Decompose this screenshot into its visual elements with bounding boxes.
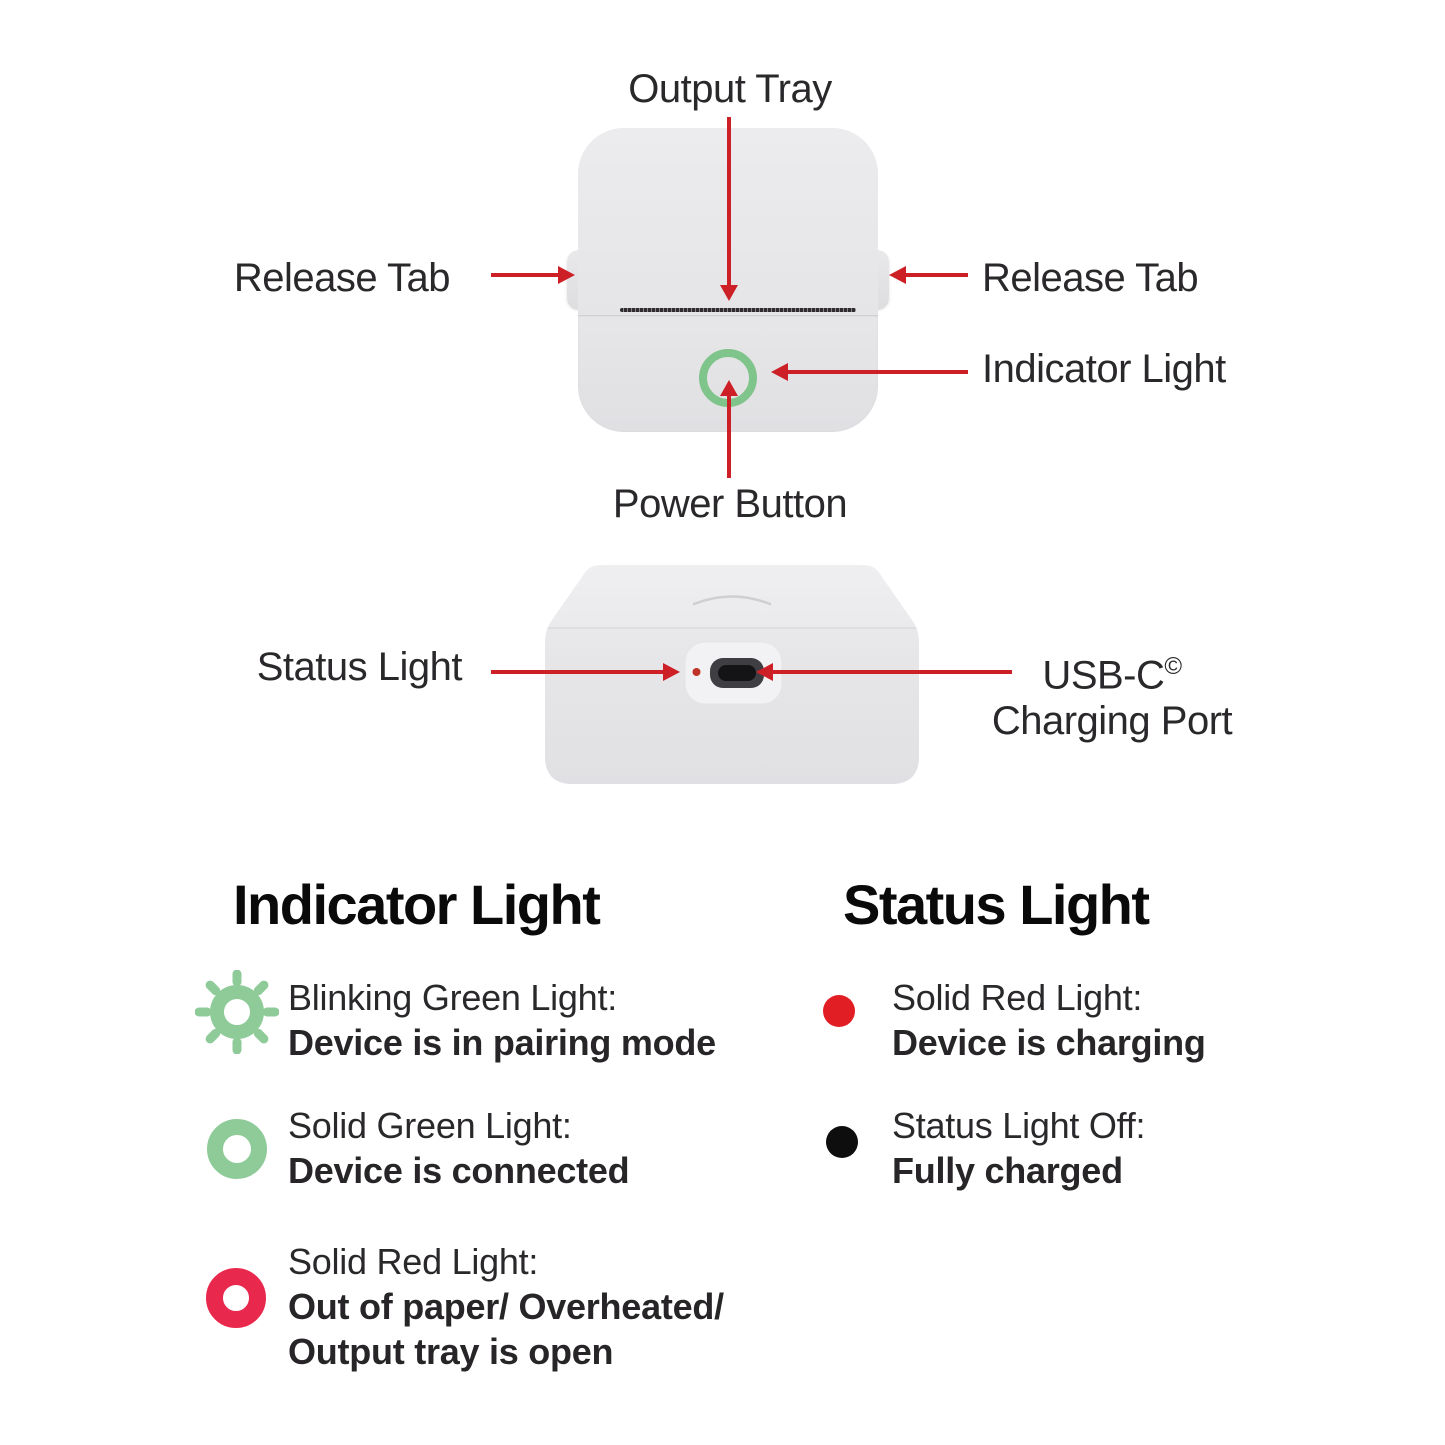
solid-red-dot-icon [823, 995, 855, 1027]
legend-item-solid-red-indicator: Solid Red Light: Out of paper/ Overheate… [288, 1239, 724, 1374]
power-button-label: Power Button [612, 482, 848, 526]
status-light-label: Status Light [256, 645, 463, 689]
legend-item-label: Blinking Green Light: [288, 977, 617, 1018]
usb-c-label-text: USB-C [1042, 653, 1165, 698]
indicator-light-label: Indicator Light [982, 347, 1226, 391]
legend-item-desc: Device is connected [288, 1150, 630, 1191]
legend-item-label: Solid Red Light: [892, 977, 1143, 1018]
legend-item-desc: Out of paper/ Overheated/ [288, 1286, 724, 1327]
status-light-legend-title: Status Light [843, 873, 1150, 936]
legend-item-desc-line2: Output tray is open [288, 1331, 614, 1372]
legend-item-label: Solid Red Light: [288, 1241, 539, 1282]
output-tray-label: Output Tray [628, 67, 832, 111]
indicator-light-legend-title: Indicator Light [233, 873, 601, 936]
legend-item-blinking-green: Blinking Green Light: Device is in pairi… [288, 975, 716, 1065]
status-light-led [692, 668, 701, 676]
release-tab-left-arrow [491, 273, 558, 277]
usb-c-superscript: © [1164, 653, 1182, 680]
legend-item-desc: Device is charging [892, 1022, 1206, 1063]
legend-item-status-off: Status Light Off: Fully charged [892, 1103, 1145, 1193]
top-face-detail-arc [692, 595, 772, 606]
release-tab-left-label: Release Tab [233, 256, 451, 300]
usb-c-port-arrow [773, 670, 1012, 674]
legend-item-desc: Device is in pairing mode [288, 1022, 716, 1063]
printer-back-view [545, 565, 919, 784]
charging-port-label: Charging Port [991, 699, 1233, 743]
solid-green-ring-icon [207, 1119, 267, 1179]
usb-c-label: USB-C© [1042, 644, 1182, 698]
usb-c-port-slot [718, 665, 756, 681]
output-tray-slot [620, 308, 856, 312]
status-light-off-black-dot-icon [826, 1126, 858, 1158]
status-light-arrow [491, 670, 663, 674]
legend-item-solid-red-status: Solid Red Light: Device is charging [892, 975, 1206, 1065]
power-button-arrow [727, 396, 731, 478]
indicator-light-arrow [788, 370, 968, 374]
legend-item-solid-green: Solid Green Light: Device is connected [288, 1103, 630, 1193]
release-tab-right-arrow [906, 273, 968, 277]
legend-item-label: Solid Green Light: [288, 1105, 572, 1146]
legend-item-desc: Fully charged [892, 1150, 1123, 1191]
blinking-green-light-icon [195, 970, 279, 1054]
solid-red-ring-icon [206, 1268, 266, 1328]
release-tab-right-label: Release Tab [982, 256, 1199, 300]
lid-seam [578, 315, 878, 317]
legend-item-label: Status Light Off: [892, 1105, 1146, 1146]
output-tray-arrow [727, 117, 731, 285]
